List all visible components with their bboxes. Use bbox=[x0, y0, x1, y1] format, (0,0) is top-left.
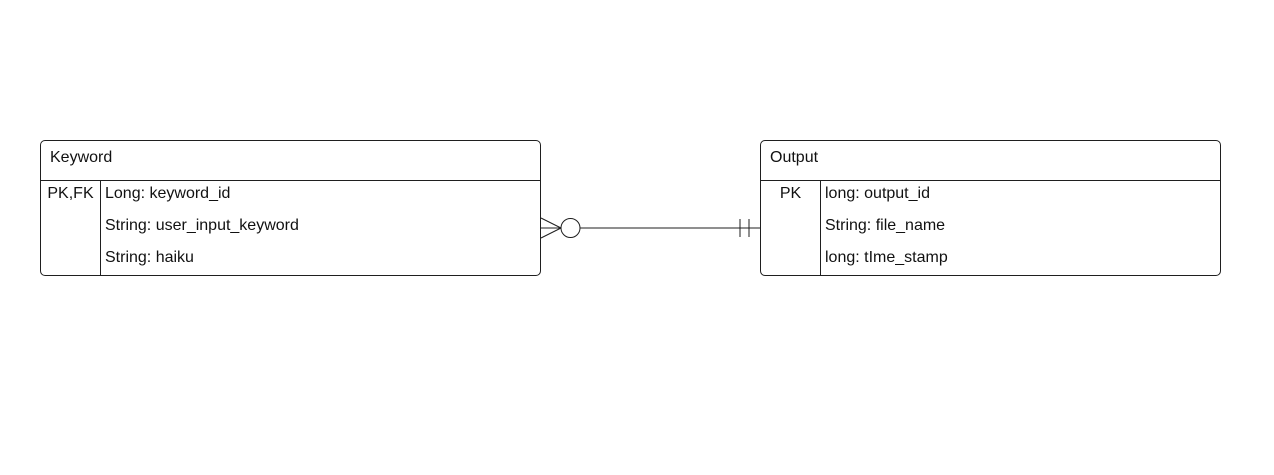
crowfoot-upper-prong bbox=[540, 217, 562, 229]
attribute-row: Long: keyword_id bbox=[105, 185, 231, 202]
entity-body: PK,FK Long: keyword_id String: user_inpu… bbox=[41, 181, 540, 275]
attribute-row: long: output_id bbox=[825, 185, 930, 202]
entity-body: PK long: output_id String: file_name lon… bbox=[761, 181, 1220, 275]
crowfoot-lower-prong bbox=[540, 227, 562, 239]
attribute-row: String: file_name bbox=[825, 217, 946, 234]
attribute-row: String: haiku bbox=[105, 249, 194, 266]
attribute-row: long: tIme_stamp bbox=[825, 249, 948, 266]
attribute-row: String: user_input_keyword bbox=[105, 217, 299, 234]
entity-title: Output bbox=[761, 141, 1220, 181]
entity-keyword[interactable]: Keyword PK,FK Long: keyword_id String: u… bbox=[40, 140, 541, 276]
attribute-list: Long: keyword_id String: user_input_keyw… bbox=[105, 181, 540, 275]
zero-cardinality-circle bbox=[560, 218, 581, 238]
entity-output[interactable]: Output PK long: output_id String: file_n… bbox=[760, 140, 1221, 276]
attribute-list: long: output_id String: file_name long: … bbox=[825, 181, 1220, 275]
entity-title: Keyword bbox=[41, 141, 540, 181]
key-column: PK bbox=[761, 181, 821, 275]
key-column: PK,FK bbox=[41, 181, 101, 275]
